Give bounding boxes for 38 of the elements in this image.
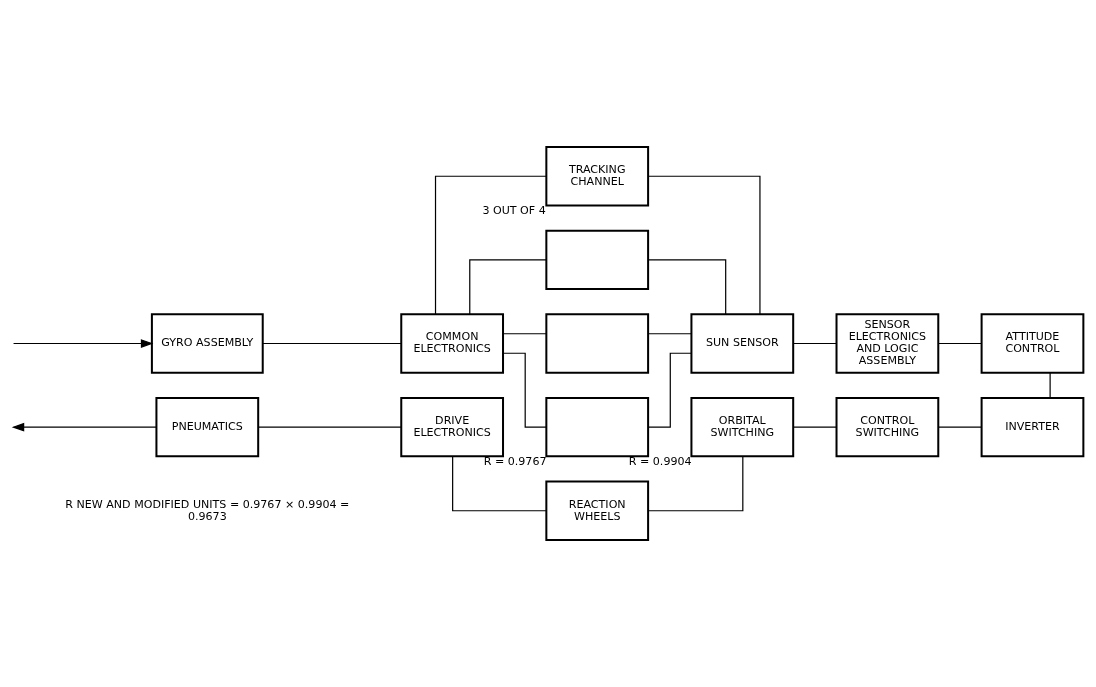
connector: [647, 259, 727, 315]
connector: [647, 175, 761, 315]
node-label: R = 0.9904: [628, 455, 692, 469]
connector: [792, 342, 837, 345]
node-box: TRACKING CHANNEL: [545, 146, 650, 207]
connector: [647, 333, 692, 335]
connector: [502, 333, 547, 335]
arrow: [12, 339, 154, 348]
node-label: 3 OUT OF 4: [482, 204, 546, 218]
connector: [937, 342, 982, 345]
node-box: ATTITUDE CONTROL: [980, 313, 1085, 374]
connector: [1049, 372, 1051, 399]
node-box: DRIVE ELECTRONICS: [400, 396, 505, 458]
label: R NEW AND MODIFIED UNITS = 0.9767 × 0.9904 = 0.9673: [65, 497, 350, 523]
node-box: [545, 229, 650, 291]
connector: [257, 426, 402, 428]
arrow: [11, 422, 157, 432]
connector: [937, 426, 982, 428]
node-box: SUN SENSOR: [690, 313, 795, 374]
node-box: ORBITAL SWITCHING: [690, 396, 795, 458]
connector: [262, 342, 402, 345]
node-box: INVERTER: [980, 396, 1085, 458]
connector: [452, 455, 547, 512]
node-label: R = 0.9767: [483, 455, 547, 469]
connector: [647, 455, 744, 512]
node-box: REACTION WHEELS: [545, 480, 650, 541]
node-box: COMMON ELECTRONICS: [400, 313, 505, 374]
node-box: PNEUMATICS: [155, 396, 260, 458]
connector: [792, 426, 837, 428]
connector: [469, 259, 547, 315]
node-box: [545, 313, 650, 374]
node-box: [545, 396, 650, 458]
node-box: GYRO ASSEMBLY: [150, 313, 264, 374]
connector: [647, 352, 692, 428]
connector: [434, 175, 547, 315]
node-box: CONTROL SWITCHING: [835, 396, 940, 458]
connector: [502, 352, 547, 428]
node-box: SENSOR ELECTRONICS AND LOGIC ASSEMBLY: [835, 313, 940, 374]
